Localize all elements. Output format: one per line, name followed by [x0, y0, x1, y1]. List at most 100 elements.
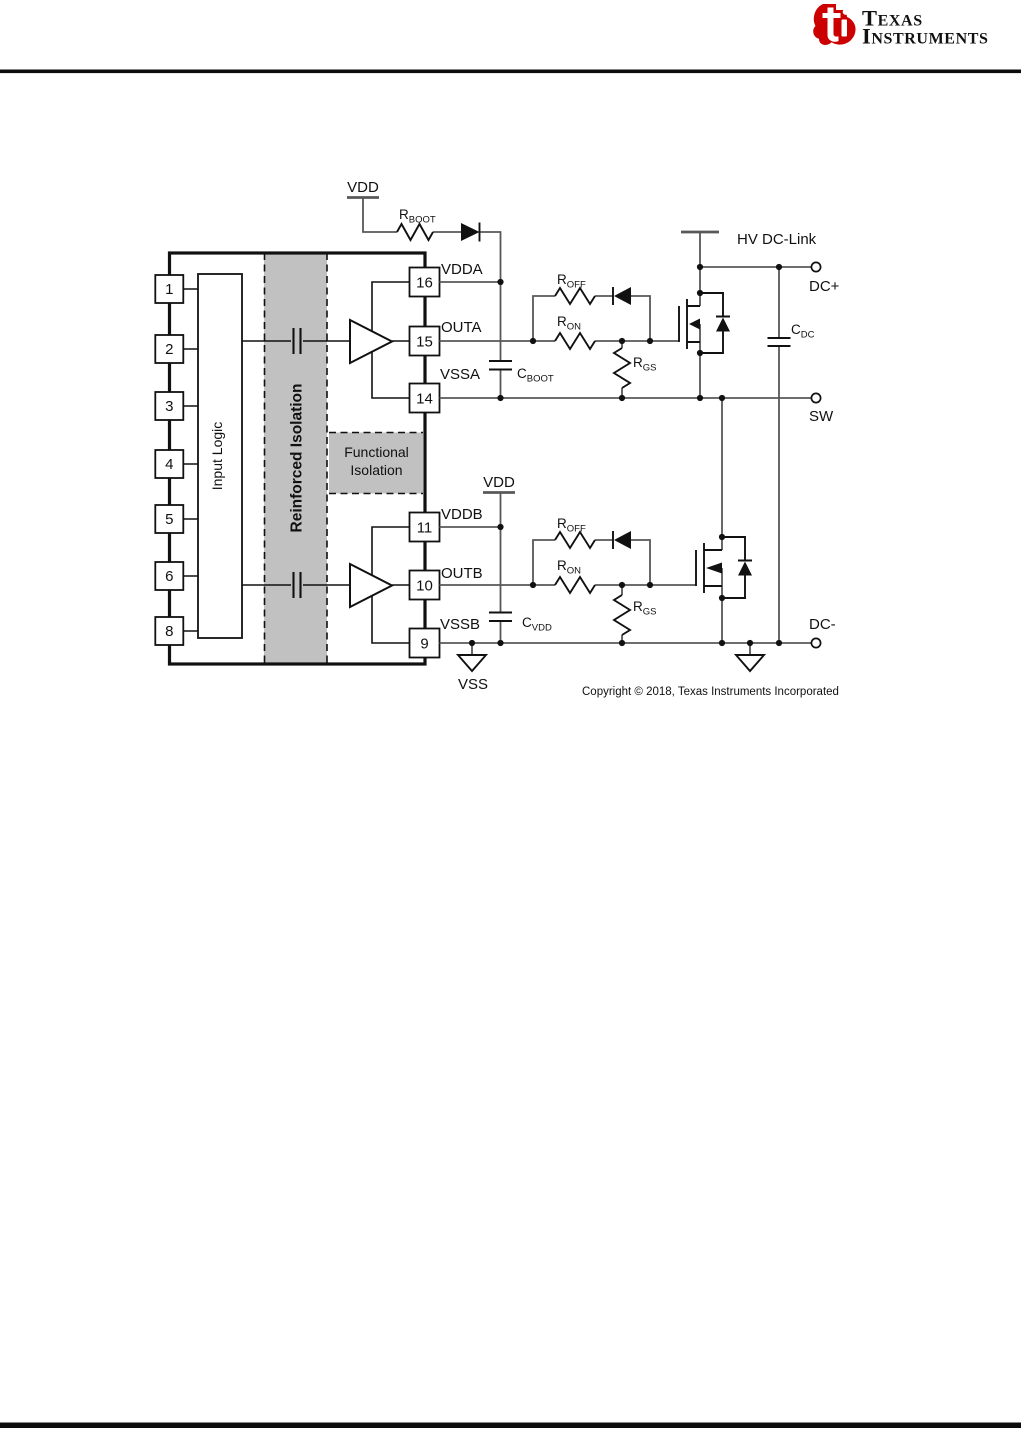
bootstrap-network — [396, 222, 512, 371]
port-label-outa: OUTA — [441, 319, 482, 336]
footer-rule — [0, 1422, 1021, 1428]
roff-label-b: ROFF — [557, 516, 586, 535]
roff-diode-b — [614, 531, 631, 549]
driver-a-triangle — [349, 318, 395, 365]
functional-isolation-block: Functional Isolation — [329, 431, 423, 495]
pin-box-16: 16 — [408, 266, 441, 298]
mosfet-b-stubs — [704, 549, 722, 587]
copyright-text: Copyright © 2018, Texas Instruments Inco… — [582, 686, 839, 698]
right-pins: 16 15 14 11 10 9 — [408, 266, 441, 659]
pin-box-5: 5 — [154, 504, 185, 534]
pin-box-8: 8 — [154, 616, 185, 646]
pin-box-4: 4 — [154, 449, 185, 479]
cboot-label: CBOOT — [517, 366, 554, 385]
pin-number: 15 — [416, 333, 433, 350]
input-logic-label: Input Logic — [209, 422, 225, 491]
gate-network-b — [489, 530, 632, 636]
cvdd-capacitor — [489, 611, 512, 623]
pin-number: 9 — [420, 635, 428, 652]
port-label-outb: OUTB — [441, 565, 483, 582]
gate-driver-ic: Input Logic 1 2 3 4 5 6 — [154, 251, 483, 666]
left-pin-stubs — [184, 288, 198, 632]
dc-minus-terminal — [810, 637, 822, 649]
net-label-vss: VSS — [458, 676, 488, 693]
functional-isolation-fill — [329, 432, 423, 494]
ti-bug-letter-i — [841, 19, 847, 37]
pin-number: 5 — [165, 511, 173, 528]
isolation-cap-b — [292, 572, 302, 598]
net-label-dc-plus: DC+ — [809, 278, 840, 295]
left-pins: 1 2 3 4 5 6 8 — [154, 274, 198, 646]
functional-isolation-label-1: Functional — [344, 444, 409, 460]
pin-box-3: 3 — [154, 391, 185, 421]
rboot-resistor — [396, 222, 434, 242]
ti-logo: Texas Instruments — [813, 4, 988, 49]
port-label-vssb: VSSB — [440, 616, 480, 633]
pin-number: 1 — [165, 281, 173, 298]
ron-label-a: RON — [557, 314, 581, 333]
pin-number: 8 — [165, 623, 173, 640]
cdc-label: CDC — [791, 322, 815, 341]
net-label-dc-minus: DC- — [809, 616, 836, 633]
pin-box-2: 2 — [154, 334, 185, 364]
mosfet-b — [695, 536, 752, 599]
ron-label-b: RON — [557, 558, 581, 577]
roff-label-a: ROFF — [557, 272, 586, 291]
pin-box-15: 15 — [408, 325, 441, 357]
roff-resistor-b — [554, 530, 596, 550]
reinforced-isolation-fill — [264, 254, 327, 663]
pin-number: 2 — [165, 341, 173, 358]
pin-box-9: 9 — [408, 627, 441, 659]
mosfet-a-body-diode-path — [700, 292, 730, 354]
mosfet-a-arrow — [689, 318, 700, 330]
input-logic-block — [197, 273, 243, 639]
pin-number: 3 — [165, 398, 173, 415]
ron-resistor-a — [554, 331, 596, 351]
gate-network-a — [554, 286, 632, 389]
ground-symbol-dc-minus — [733, 654, 767, 673]
wire-roff-branch-b — [532, 539, 651, 585]
rgs-resistor-a — [612, 347, 632, 389]
dc-link — [767, 336, 791, 348]
pin-box-6: 6 — [154, 561, 185, 591]
port-label-vssa: VSSA — [440, 366, 480, 383]
net-label-vdd-b: VDD — [483, 474, 515, 491]
mosfet-b-body-diode — [738, 561, 752, 576]
pin-number: 4 — [165, 456, 173, 473]
mosfet-a-stubs — [687, 305, 700, 343]
rgs-resistor-b — [612, 594, 632, 636]
sw-terminal — [810, 392, 822, 404]
ti-bug-i-dot — [842, 8, 849, 15]
pin-number: 14 — [416, 390, 433, 407]
wire-vdd-to-rboot — [362, 197, 502, 282]
ti-bug-letter-t — [822, 7, 841, 42]
net-label-sw: SW — [809, 408, 834, 425]
dc-plus-terminal — [810, 261, 822, 273]
wire-roff-branch-a — [532, 295, 651, 341]
rgs-label-a: RGS — [633, 355, 656, 374]
pin-box-14: 14 — [408, 382, 441, 414]
functional-isolation-label-2: Isolation — [350, 462, 402, 478]
net-label-vdd-a: VDD — [347, 179, 379, 196]
header-rule — [0, 69, 1021, 74]
net-label-hv-dc-link: HV DC-Link — [737, 231, 817, 248]
interconnect-wires — [347, 196, 812, 655]
pin-box-1: 1 — [154, 274, 185, 304]
isolation-signal-path-a — [242, 328, 350, 354]
logo-texas: Texas — [862, 6, 923, 31]
isolation-signal-path-b — [242, 572, 350, 598]
pin-number: 10 — [416, 577, 433, 594]
pin-box-11: 11 — [408, 511, 441, 543]
rgs-label-b: RGS — [633, 599, 656, 618]
pin-number: 16 — [416, 274, 433, 291]
port-label-vdda: VDDA — [441, 261, 483, 278]
mosfet-a — [678, 292, 730, 354]
ground-symbol-vss — [455, 654, 489, 673]
driver-b — [349, 526, 409, 644]
cdc-capacitor — [767, 336, 791, 348]
pin-number: 11 — [417, 519, 433, 536]
logo-instruments: Instruments — [862, 24, 989, 49]
ron-resistor-b — [554, 575, 596, 595]
